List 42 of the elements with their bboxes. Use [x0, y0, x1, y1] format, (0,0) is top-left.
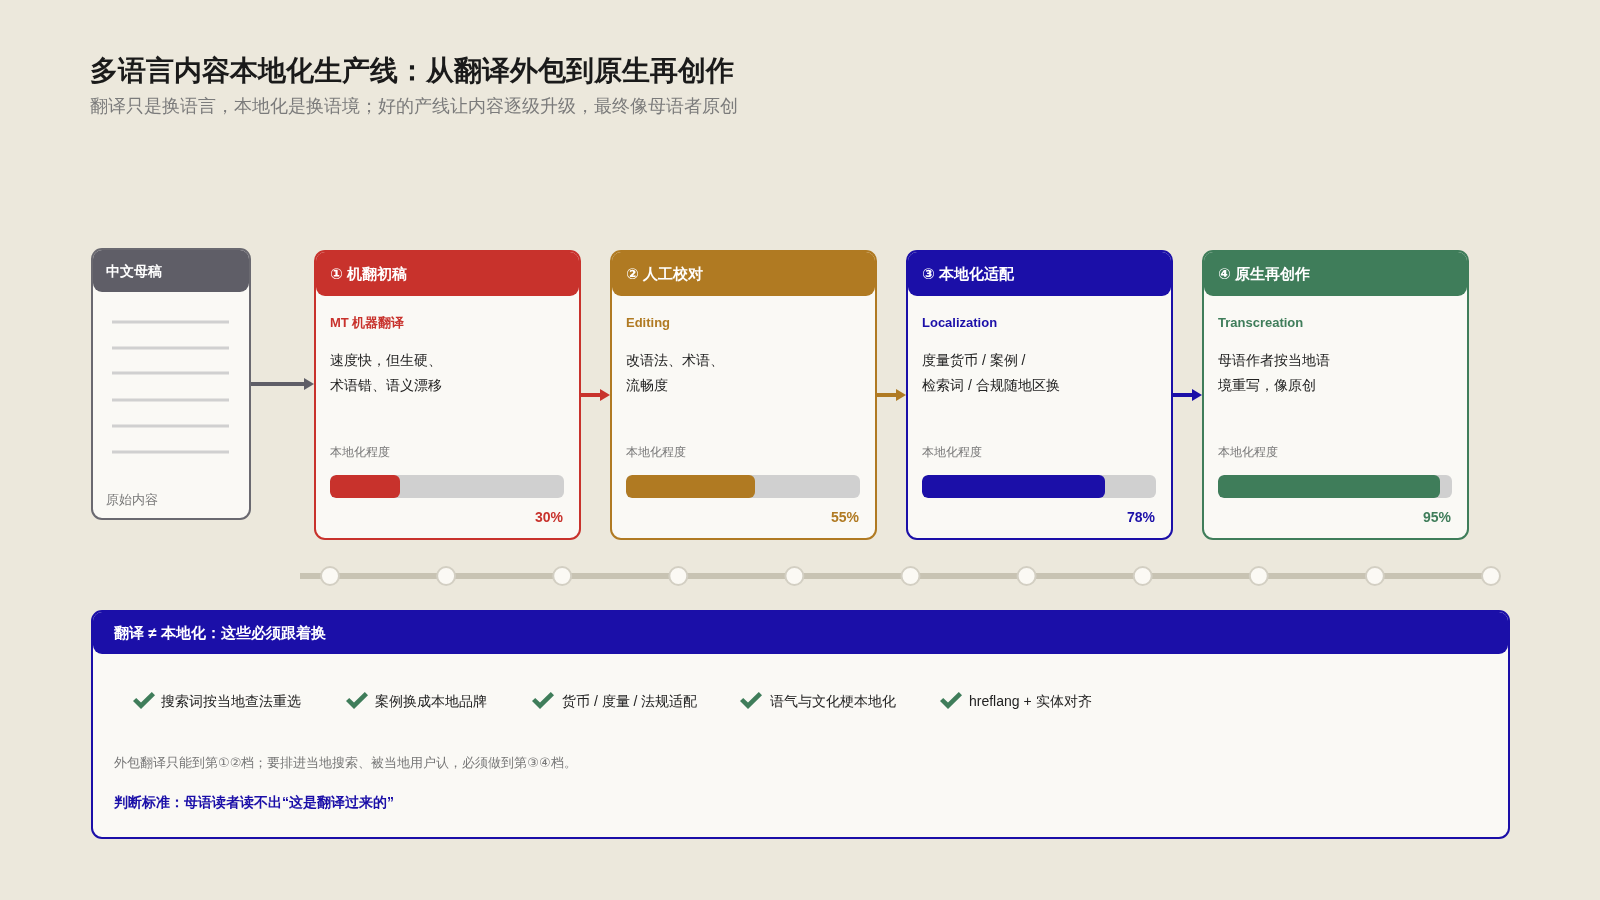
- card-header: ① 机翻初稿: [316, 252, 579, 296]
- progress-value: 30%: [534, 508, 563, 526]
- checklist-item: 案例换成本地品牌: [375, 692, 487, 711]
- stage-card: [906, 250, 1173, 540]
- stage-card: [1202, 250, 1469, 540]
- panel-header: 翻译 ≠ 本地化：这些必须跟着换: [93, 612, 1508, 654]
- title: 多语言内容本地化生产线：从翻译外包到原生再创作: [90, 54, 734, 88]
- checklist-item: 搜索词按当地查法重选: [161, 692, 301, 711]
- stage-subtitle: Editing: [626, 314, 671, 332]
- stage-description: 速度快，但生硬、术语错、语义漂移: [330, 351, 443, 395]
- arrow: [1173, 389, 1202, 401]
- progress-label: 本地化程度: [330, 444, 390, 460]
- document-card: [91, 248, 251, 520]
- criterion-text: 判断标准：母语读者读不出“这是翻译过来的”: [114, 793, 394, 812]
- card-header: ③ 本地化适配: [908, 252, 1171, 296]
- card-header: 中文母稿: [93, 250, 249, 292]
- card-caption: 原始内容: [106, 492, 158, 508]
- card-header: ② 人工校对: [612, 252, 875, 296]
- checklist-item: 货币 / 度量 / 法规适配: [562, 692, 698, 711]
- progress-value: 78%: [1126, 508, 1155, 526]
- checklist-item: hreflang + 实体对齐: [969, 692, 1092, 711]
- arrow: [581, 389, 610, 401]
- info-panel: [91, 610, 1510, 839]
- progress-value: 95%: [1422, 508, 1451, 526]
- arrow: [877, 389, 906, 401]
- stage-subtitle: MT 机器翻译: [330, 314, 405, 332]
- stage-description: 度量货币 / 案例 / 检索词 / 合规随地区换: [922, 351, 1061, 395]
- progress-value: 55%: [830, 508, 859, 526]
- stage-description: 改语法、术语、流畅度: [626, 351, 725, 395]
- card-header: ④ 原生再创作: [1204, 252, 1467, 296]
- stage-card: [314, 250, 581, 540]
- stage-subtitle: Transcreation: [1218, 314, 1304, 332]
- progress-label: 本地化程度: [1218, 444, 1278, 460]
- arrow: [251, 378, 314, 390]
- subtitle: 翻译只是换语言，本地化是换语境；好的产线让内容逐级升级，最终像母语者原创: [90, 95, 738, 118]
- stage-description: 母语作者按当地语境重写，像原创: [1218, 351, 1331, 395]
- progress-label: 本地化程度: [922, 444, 982, 460]
- note-text: 外包翻译只能到第①②档；要排进当地搜索、被当地用户认，必须做到第③④档。: [114, 755, 577, 771]
- progress-label: 本地化程度: [626, 444, 686, 460]
- checklist-item: 语气与文化梗本地化: [770, 692, 896, 711]
- stage-card: [610, 250, 877, 540]
- stage-subtitle: Localization: [922, 314, 998, 332]
